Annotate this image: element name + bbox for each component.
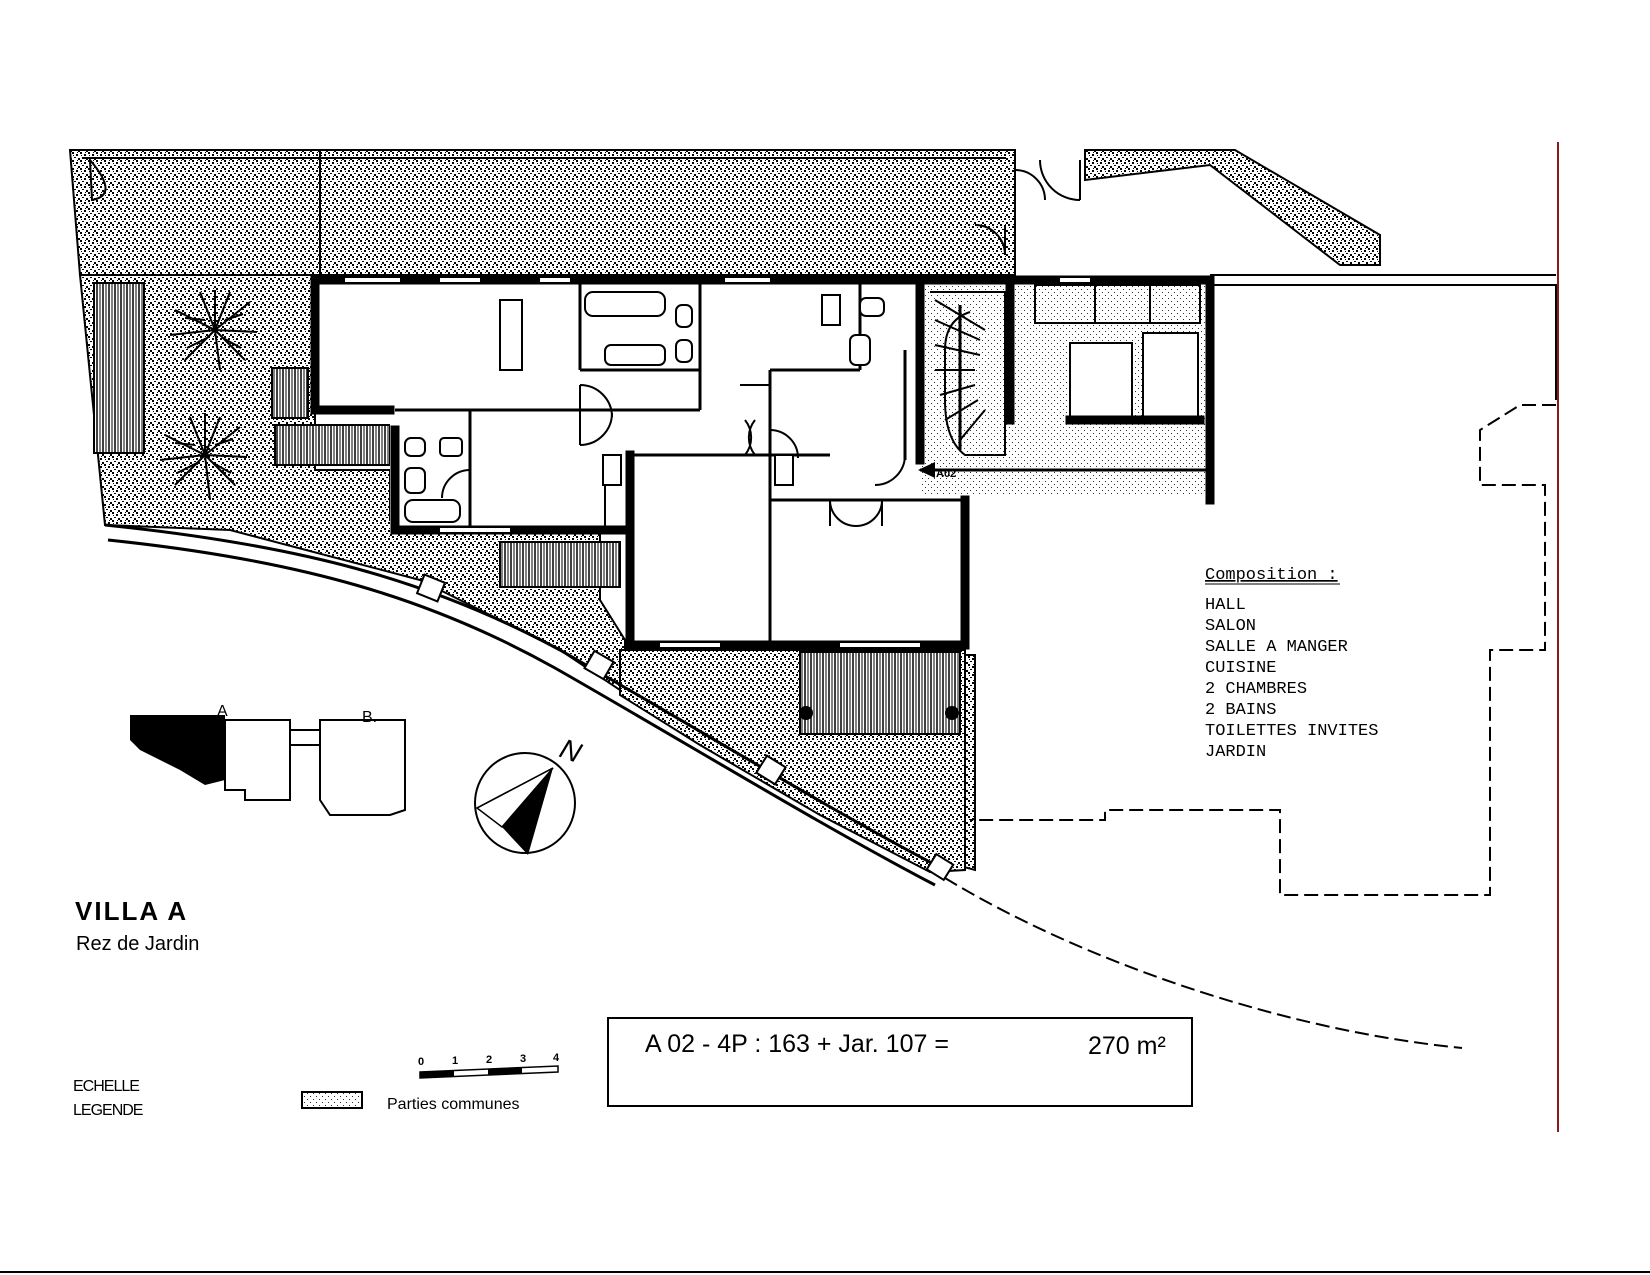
scale-tick: 1 [452,1055,458,1067]
entrance-arrow-icon [918,462,935,478]
terrace-south [799,651,961,735]
north-east-planter [1084,149,1381,266]
common-parts-label: Parties communes [387,1096,520,1113]
toilet-icon [675,339,693,363]
composition-item: 2 BAINS [1205,701,1276,720]
composition-item: HALL [1205,596,1246,615]
palm-tree-icon [159,413,248,501]
legend: ECHELLE LEGENDE Parties communes 0 1 2 3… [73,1052,560,1119]
scale-tick: 4 [553,1052,560,1064]
property-limit-line [944,877,1463,1049]
area-summary-text: A 02 - 4P : 163 + Jar. 107 = [645,1030,949,1058]
toilet-icon [859,297,885,317]
composition-list: Composition : HALL SALON SALLE A MANGER … [1205,566,1378,762]
terrace-west [499,541,621,588]
composition-item: TOILETTES INVITES [1205,722,1378,741]
scale-tick: 0 [418,1056,424,1068]
adjacent-building-outline [964,274,1557,896]
north-garden [68,149,1016,276]
entrance-label: A02 [936,468,956,480]
door-swing [579,384,613,418]
composition-item: SALON [1205,617,1256,636]
toilet-icon [675,304,693,328]
scale-label: ECHELLE [73,1078,139,1095]
villa-title: VILLA A [75,896,188,926]
palm-tree-icon [169,290,258,371]
bathtub-icon [584,291,666,317]
composition-item: JARDIN [1205,743,1266,762]
toilet-icon [404,437,426,457]
site-label-b: B. [362,709,377,726]
north-compass-icon: N [474,733,586,855]
washbasin-icon [404,467,426,494]
spiral-staircase [930,291,1006,456]
washbasin-icon [849,334,871,366]
composition-heading: Composition : [1205,566,1338,585]
scale-bar: 0 1 2 3 4 [418,1052,560,1079]
garden-gate [974,224,1006,256]
total-area: 270 m² [1088,1032,1166,1060]
legend-label: LEGENDE [73,1102,143,1119]
site-label-a: A [217,703,228,720]
west-pergola [93,282,145,454]
scale-tick: 2 [486,1054,492,1066]
north-label: N [556,733,586,769]
composition-item: 2 CHAMBRES [1205,680,1307,699]
composition-item: SALLE A MANGER [1205,638,1348,657]
villa-subtitle: Rez de Jardin [76,933,199,955]
washbasin-icon [604,344,666,366]
site-boundary-wall [104,523,946,872]
scale-tick: 3 [520,1053,526,1065]
bathtub-icon [404,499,461,523]
site-key-plan: A B. [130,703,406,816]
common-parts-swatch [301,1091,363,1109]
composition-item: CUISINE [1205,659,1276,678]
building-footprint [310,159,1215,650]
area-summary-box: A 02 - 4P : 163 + Jar. 107 = 270 m² [607,1017,1193,1107]
